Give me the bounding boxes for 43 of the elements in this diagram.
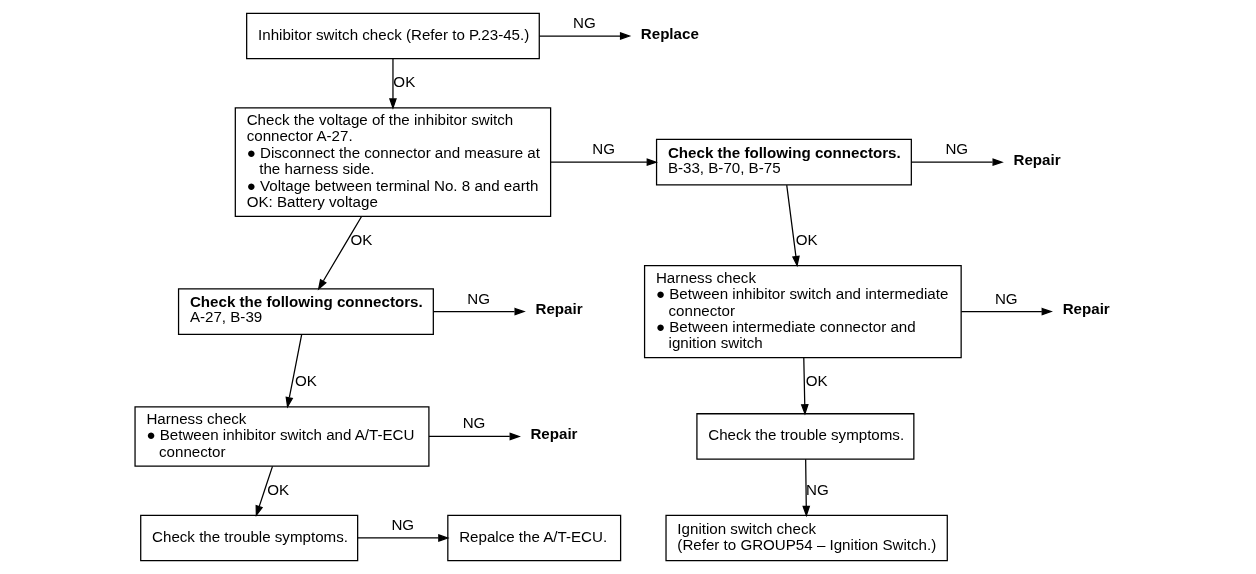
- edge-label: NG: [591, 140, 615, 158]
- arrow: [800, 357, 809, 416]
- arrow: [960, 307, 1053, 316]
- arrow: [356, 534, 450, 542]
- node-box: Ignition switch check (Refer to GROUP54 – Ignition Switch.): [664, 514, 948, 562]
- edge-label: OK: [294, 372, 317, 390]
- arrow: [432, 307, 526, 316]
- edge-label: OK: [795, 230, 818, 248]
- arrow: [801, 458, 810, 518]
- edge-label: OK: [266, 480, 289, 498]
- arrow: [255, 465, 273, 517]
- node-text: Replace: [640, 24, 699, 42]
- edge-label: NG: [805, 480, 829, 498]
- edge-label: NG: [944, 140, 968, 158]
- arrow: [549, 158, 658, 167]
- edge-label: NG: [390, 515, 414, 533]
- edge-label: OK: [805, 372, 828, 390]
- arrow: [785, 184, 800, 268]
- edge-label: NG: [462, 414, 485, 432]
- node-box: Inhibitor switch check (Refer to P.23-45.): [245, 12, 540, 60]
- edge-label: NG: [572, 13, 596, 31]
- node-box: Check the trouble symptoms.: [695, 413, 914, 460]
- arrow: [427, 432, 521, 441]
- node-box: Harness check ● Between inhibitor switch and A/T-ECU connector: [133, 406, 430, 467]
- edge-label: NG: [466, 289, 490, 307]
- edge-label: NG: [994, 289, 1018, 307]
- arrow: [538, 32, 631, 40]
- edge-label: OK: [392, 73, 415, 91]
- node-box: Harness check ● Between inhibitor switch and intermediate connector ● Between intermediate connector and ignition switch: [643, 264, 962, 359]
- arrow: [910, 158, 1004, 167]
- node-text: Repair: [1012, 150, 1061, 168]
- arrow: [388, 58, 397, 110]
- node-text: Repair: [534, 300, 583, 318]
- arrow: [317, 215, 362, 291]
- edge-label: OK: [350, 230, 372, 248]
- arrow: [285, 334, 302, 409]
- node-box: Check the following connectors. A-27, B-39: [177, 288, 434, 335]
- node-box: Check the following connectors. B-33, B-70, B-75: [655, 138, 912, 186]
- node-box: Repalce the A/T-ECU.: [446, 514, 621, 562]
- node-box: Check the trouble symptoms.: [139, 514, 358, 562]
- node-box: Check the voltage of the inhibitor switch connector A-27. ● Disconnect the connector and measure at the harness side. ● Voltage between terminal No. 8 and earth OK: Battery voltage: [234, 107, 551, 217]
- node-text: Repair: [1062, 300, 1110, 318]
- node-text: Repair: [529, 425, 578, 443]
